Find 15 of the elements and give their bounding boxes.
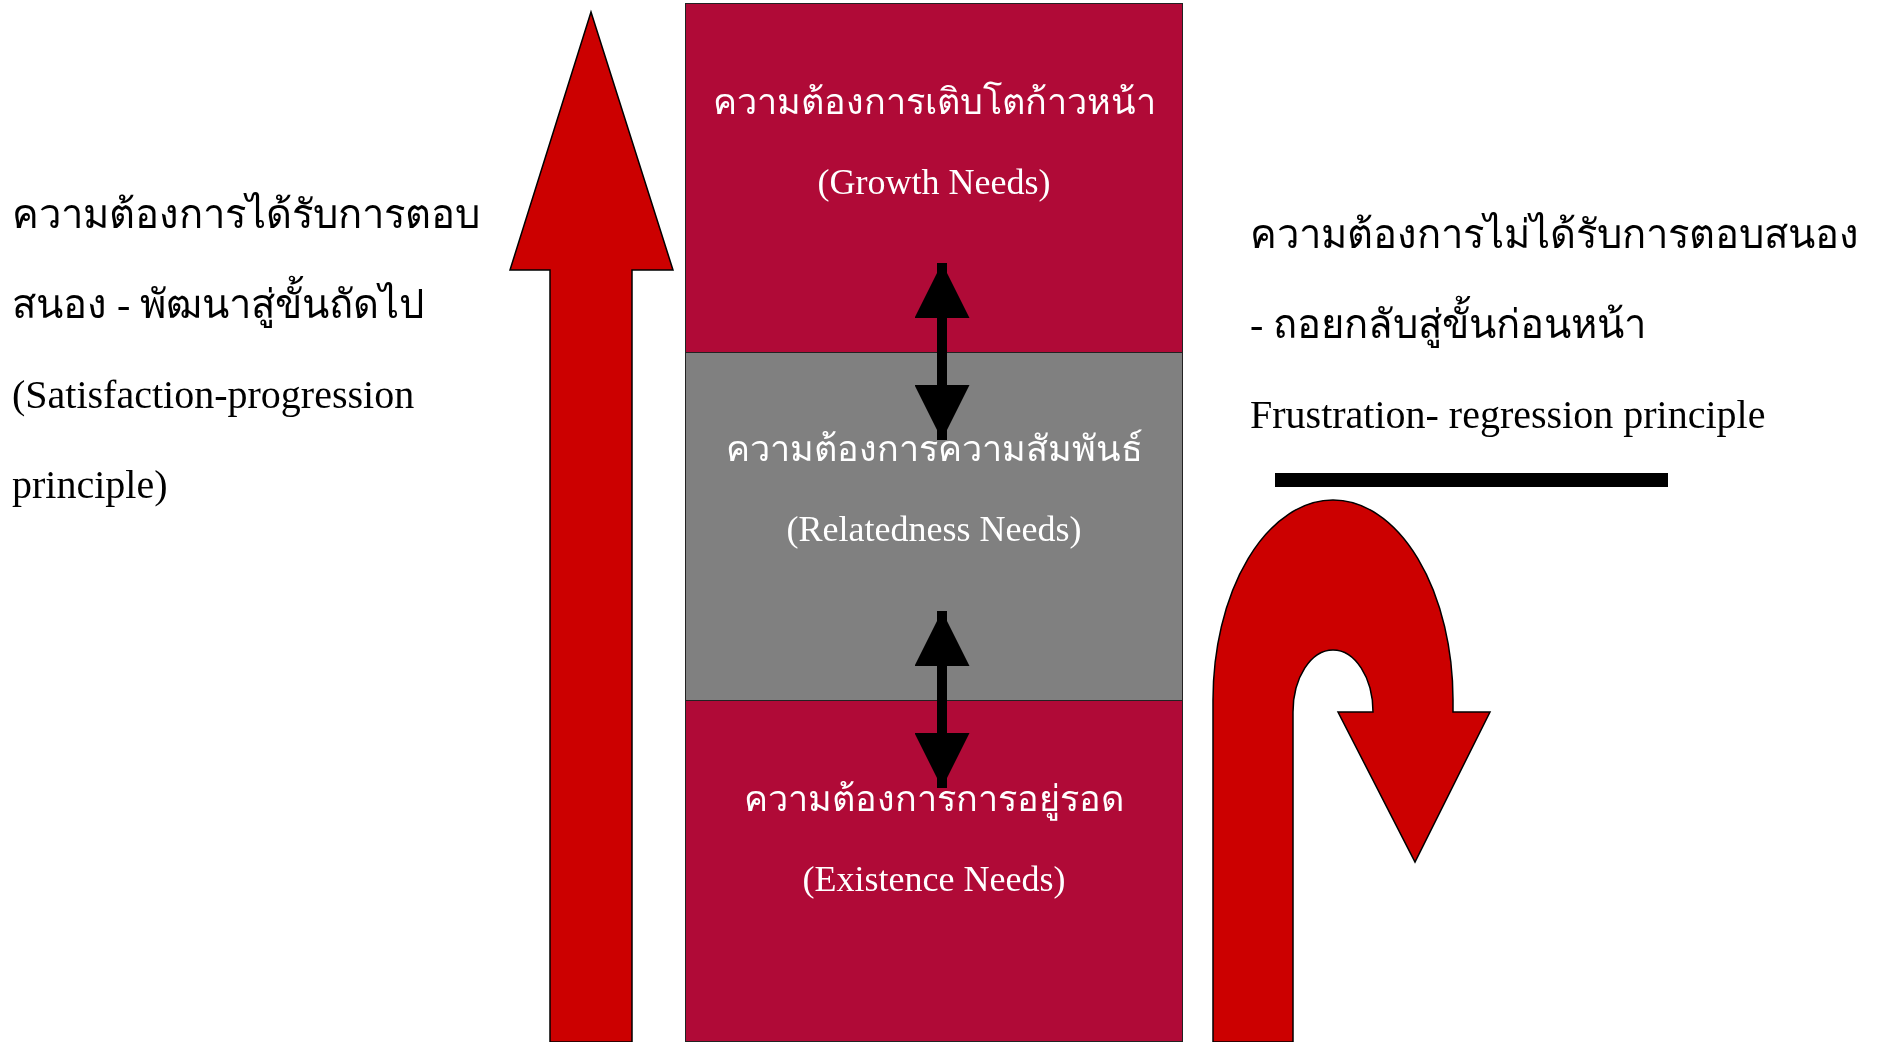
double-arrow <box>914 611 970 788</box>
principle-text: Frustration- regression principle <box>1250 391 1767 439</box>
needs-band <box>685 700 1183 1042</box>
band-text: ความต้องการเติบโตก้าวหน้า <box>712 80 1156 124</box>
band-text: (Existence Needs) <box>802 858 1066 901</box>
band-text: (Relatedness Needs) <box>786 508 1082 551</box>
band-text: ความต้องการความสัมพันธ์ <box>725 428 1143 471</box>
principle-text: ความต้องการไม่ได้รับการตอบสนอง - ถอยกลับสู่ขั้นก่อนหน้า <box>1250 211 1860 350</box>
band-text: (Growth Needs) <box>817 161 1051 204</box>
needs-band <box>685 352 1183 701</box>
double-arrow <box>914 263 970 440</box>
band-text: ความต้องการการอยู่รอด <box>744 778 1124 823</box>
principle-text: ความต้องการได้รับการตอบสนอง - พัฒนาสู่ขั้นถัดไป <box>12 191 481 330</box>
principle-text: (Satisfaction-progression principle) <box>12 371 416 509</box>
needs-band <box>685 3 1183 353</box>
